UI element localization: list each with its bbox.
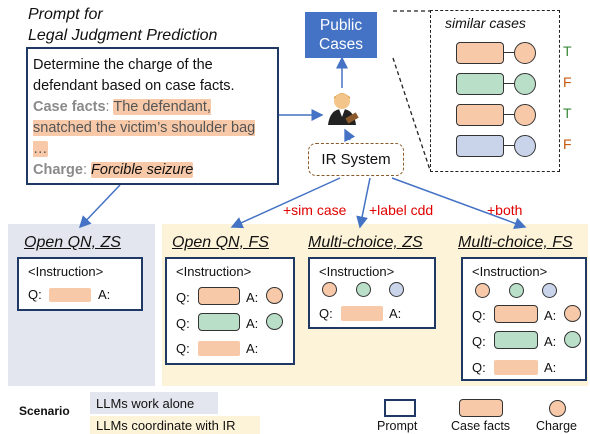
prompt-box: Determine the charge of the defendant ba… <box>26 47 279 185</box>
arrow-label-sim-case: +sim case <box>283 202 347 218</box>
similar-case-facts-1 <box>456 42 504 64</box>
arrow-ir-to-judge <box>344 128 356 143</box>
mc-fs-prompt-box: <Instruction> Q: A: Q: A: Q: A: <box>461 257 587 381</box>
open-zs-prompt-box: <Instruction> Q: A: <box>17 257 143 311</box>
similar-charge-4 <box>514 135 536 157</box>
dashed-connector-bottom <box>392 57 431 171</box>
example-charge-2 <box>564 331 581 348</box>
arrow-ir-to-open-fs <box>230 177 341 229</box>
mc-zs-prompt-box: <Instruction> Q: A: <box>308 257 436 329</box>
candidate-charge-2 <box>356 282 371 297</box>
legend-charge-swatch <box>549 400 566 417</box>
example-case-facts-1 <box>198 287 240 305</box>
case-facts-label: Case facts <box>33 99 106 115</box>
legend-charge-label: Charge <box>536 419 577 433</box>
similar-label-1: T <box>563 43 572 59</box>
legend-alone: LLMs work alone <box>90 392 218 414</box>
open-fs-prompt-box: <Instruction> Q: A: Q: A: Q: A: <box>165 257 295 365</box>
legend-prompt-swatch <box>384 399 416 417</box>
prompt-case-facts: Case facts: The defendant, snatched the … <box>33 99 256 157</box>
similar-case-facts-3 <box>456 104 504 126</box>
query-case-facts <box>494 360 538 375</box>
example-charge-1 <box>564 305 581 322</box>
example-charge-1 <box>266 287 283 304</box>
case-facts-placeholder <box>49 288 91 302</box>
example-charge-2 <box>266 313 283 330</box>
prompt-charge: Charge: Forcible seizure <box>33 162 194 178</box>
ir-system-label: IR System <box>321 151 391 168</box>
public-cases-box: Public Cases <box>305 12 377 58</box>
example-case-facts-2 <box>198 313 240 331</box>
legend-coordinate: LLMs coordinate with IR <box>90 416 260 434</box>
scenario-title-open-fs: Open QN, FS <box>172 234 269 251</box>
prompt-title-line1: Prompt for <box>28 6 103 23</box>
arrow-ir-to-mc-zs <box>356 177 371 229</box>
query-case-facts <box>198 341 240 356</box>
similar-cases-box: similar cases <box>430 10 560 172</box>
scenario-title-mc-zs: Multi-choice, ZS <box>308 234 423 251</box>
similar-charge-2 <box>514 73 536 95</box>
instruction-label: <Instruction> <box>319 264 395 279</box>
answer-label: A: <box>98 287 111 302</box>
similar-label-3: T <box>563 105 572 121</box>
question-label: Q: <box>28 287 42 302</box>
query-case-facts <box>341 306 383 321</box>
similar-charge-3 <box>514 104 536 126</box>
legend-case-facts-label: Case facts <box>451 419 511 433</box>
scenario-title-open-zs: Open QN, ZS <box>24 234 121 251</box>
instruction-label: <Instruction> <box>176 264 252 279</box>
scenario-title-mc-fs: Multi-choice, FS <box>458 234 573 251</box>
similar-label-4: F <box>563 136 572 152</box>
similar-case-facts-2 <box>456 73 504 95</box>
example-case-facts-2 <box>494 331 538 349</box>
candidate-charge-1 <box>475 283 490 298</box>
legend-prompt-label: Prompt <box>377 419 418 433</box>
prompt-instruction: Determine the charge of the defendant ba… <box>33 57 235 94</box>
charge-label: Charge <box>33 162 83 178</box>
similar-cases-title: similar cases <box>445 15 526 31</box>
candidate-charge-3 <box>389 282 404 297</box>
ir-system-box: IR System <box>308 143 404 176</box>
arrow-label-label-cdd: +label cdd <box>369 202 434 218</box>
judge-icon <box>324 89 360 127</box>
arrow-prompt-to-open-zs <box>78 184 121 229</box>
example-case-facts-1 <box>494 305 538 323</box>
public-cases-label: Public Cases <box>319 17 363 53</box>
similar-case-facts-4 <box>456 135 504 157</box>
candidate-charge-2 <box>509 283 524 298</box>
legend-case-facts-swatch <box>459 399 503 417</box>
similar-label-2: F <box>563 74 572 90</box>
arrow-ir-to-mc-fs <box>391 177 527 230</box>
charge-text: Forcible seizure <box>91 162 194 178</box>
prompt-title-line2: Legal Judgment Prediction <box>28 27 218 44</box>
legend-scenario-label: Scenario <box>19 404 70 418</box>
candidate-charge-1 <box>322 282 337 297</box>
instruction-label: <Instruction> <box>28 264 104 279</box>
arrow-label-both: +both <box>487 202 523 218</box>
instruction-label: <Instruction> <box>472 264 548 279</box>
candidate-charge-3 <box>542 283 557 298</box>
similar-charge-1 <box>514 42 536 64</box>
